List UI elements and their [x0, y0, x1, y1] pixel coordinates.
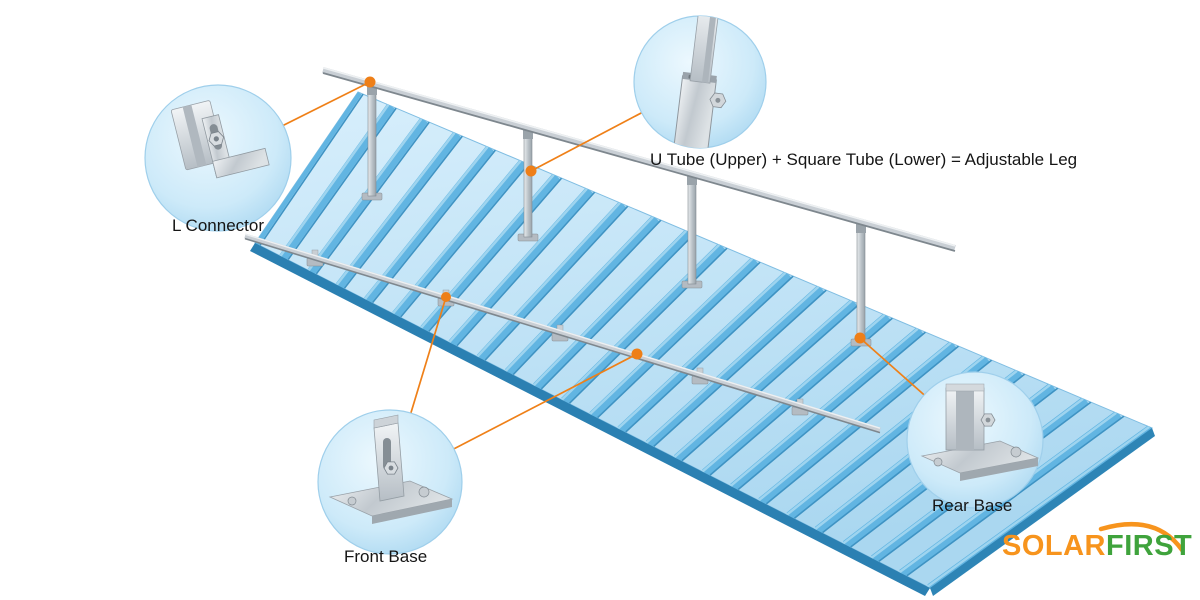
roof-rib — [484, 205, 629, 361]
front-rail — [244, 233, 881, 434]
channel-top-face — [945, 383, 985, 392]
front-base-detail — [328, 414, 454, 524]
roof-rib — [363, 146, 489, 301]
adjustable-leg-label: U Tube (Upper) + Square Tube (Lower) = A… — [650, 150, 1078, 169]
bolt-center — [715, 97, 721, 103]
roof-rib — [730, 326, 924, 491]
roof-rib — [673, 299, 853, 459]
roof-rib — [653, 289, 827, 447]
roof-rib — [645, 285, 820, 445]
bolt-center — [985, 417, 991, 423]
roof-rib — [335, 131, 461, 289]
roof-right-edge — [930, 428, 1155, 596]
roof-rib — [681, 303, 860, 462]
roof-rib — [617, 271, 787, 430]
plate-bolt — [418, 486, 430, 498]
roof-rib — [363, 145, 494, 304]
roof-rib — [504, 214, 660, 376]
roof-front-edge — [250, 243, 930, 596]
roof-rib — [343, 135, 463, 289]
adjustable-leg-2 — [523, 127, 533, 238]
roof-rib — [512, 219, 662, 376]
plate-bolt — [1010, 446, 1022, 458]
roof-rib — [504, 215, 654, 373]
logo-swoosh-icon — [1098, 521, 1185, 553]
l-bracket-horizontal — [212, 147, 270, 179]
callout-dot-rear-base — [854, 332, 866, 344]
adjustable-leg-3 — [687, 173, 697, 285]
leg-top-bracket — [523, 130, 533, 139]
roof-rib — [597, 261, 761, 419]
roof-rib — [448, 186, 593, 347]
rear-base-callout — [906, 371, 1044, 509]
roof-rib — [532, 229, 687, 387]
callout-dots — [364, 76, 866, 360]
roof-rib — [926, 425, 1150, 588]
roof-rib — [259, 93, 364, 246]
upright-top-tab — [373, 414, 399, 429]
l-connector-label: L Connector — [172, 216, 264, 235]
callout-dot-front-base-1 — [631, 348, 643, 360]
leg-top-bracket — [856, 224, 866, 233]
adjustable-leg-detail — [672, 16, 727, 148]
roof-rib — [589, 256, 759, 419]
logo-word-first: FIRST — [1106, 530, 1193, 562]
roof-rib — [588, 257, 754, 416]
front-base-label: Front Base — [344, 547, 428, 566]
adjustable-leg-callout — [633, 15, 767, 149]
roof-rib — [456, 191, 596, 347]
roof-rib — [729, 327, 919, 488]
rear-rail — [322, 67, 956, 252]
l-connector-callout — [144, 84, 292, 232]
roof-rib — [335, 132, 456, 286]
roof-rib — [625, 275, 794, 433]
front-base-callout — [317, 409, 463, 555]
rear-base-detail — [920, 383, 1040, 481]
adjustable-leg-4 — [856, 221, 866, 343]
callout-dot-front-base-2 — [441, 292, 451, 302]
roof-rib — [673, 298, 858, 462]
roof-rib — [476, 200, 626, 362]
callout-dot-l-connector — [364, 76, 376, 88]
roof-rib — [448, 187, 588, 344]
plate-bolt — [347, 496, 357, 506]
leg-top-bracket — [687, 176, 697, 185]
adjustable-leg-1 — [367, 83, 377, 197]
solarfirst-logo: SOLARFIRST — [1002, 530, 1192, 563]
bolt-center — [388, 465, 394, 471]
roof-rib — [371, 149, 497, 304]
roof-rib — [533, 228, 693, 390]
roof-rib — [476, 201, 621, 358]
roof-rib — [568, 247, 728, 404]
leg-top-bracket — [367, 86, 377, 95]
base-plate-edge — [960, 458, 1038, 481]
mounting-structure — [244, 67, 956, 434]
roof-rib — [645, 284, 825, 448]
roof-rib — [540, 233, 695, 390]
bolt-center — [213, 136, 219, 142]
rear-base-label: Rear Base — [932, 496, 1013, 515]
roof-rib — [617, 270, 792, 434]
base-plate-edge — [372, 499, 452, 524]
u-tube-shadow — [701, 16, 718, 83]
logo-word-solar: SOLAR — [1002, 530, 1106, 562]
l-connector-detail — [171, 100, 270, 179]
callout-dot-adjustable-leg — [525, 165, 537, 177]
channel-groove — [956, 388, 974, 450]
roof-rib — [737, 331, 926, 491]
roof-rib — [287, 107, 397, 260]
roof-rib — [906, 415, 1125, 577]
rail-groove — [182, 104, 207, 168]
plate-bolt — [933, 457, 943, 467]
